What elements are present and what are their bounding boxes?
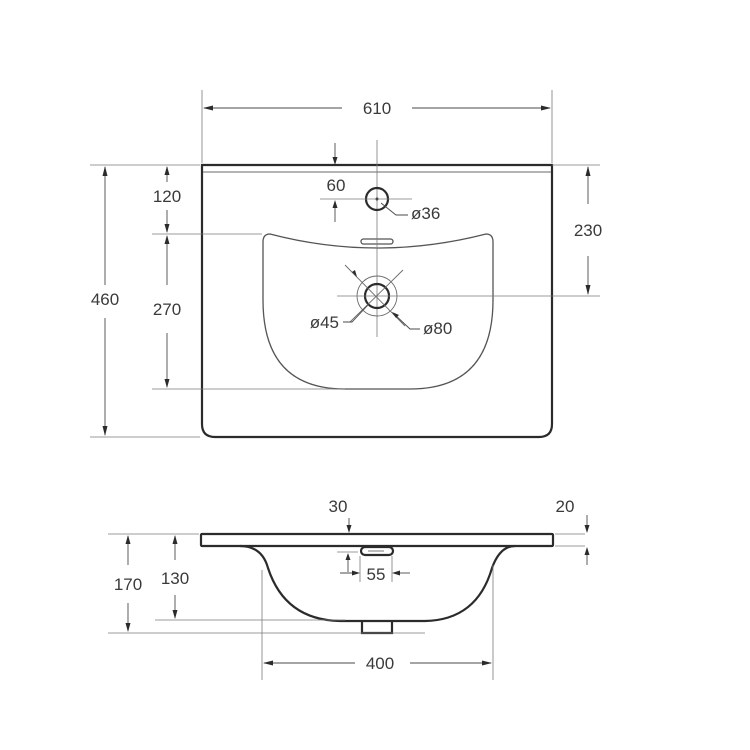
dim-overall-depth: 460 bbox=[91, 290, 119, 309]
dim-tap-hole-offset: 60 bbox=[327, 176, 346, 195]
dim-total-height: 170 bbox=[114, 575, 142, 594]
dim-overflow-offset: 30 bbox=[329, 497, 348, 516]
drain-diag-2 bbox=[349, 269, 404, 323]
overflow-slot-side bbox=[359, 545, 395, 557]
bowl-outline bbox=[262, 233, 494, 390]
dim-bowl-depth: 270 bbox=[153, 300, 181, 319]
bowl-profile bbox=[239, 544, 516, 623]
leader-drain-inner bbox=[343, 304, 369, 323]
basin-outline-top bbox=[200, 163, 554, 439]
leader-tap-hole bbox=[380, 202, 408, 216]
dim-rim-thickness: 20 bbox=[556, 497, 575, 516]
dim-bowl-width: 400 bbox=[366, 654, 394, 673]
dim-bowl-height: 130 bbox=[161, 569, 189, 588]
dim-tap-hole-diameter: ø36 bbox=[411, 204, 440, 223]
drain-stub bbox=[360, 621, 394, 635]
dim-drain-outer-diameter: ø80 bbox=[423, 319, 452, 338]
dim-front-to-drain: 230 bbox=[574, 221, 602, 240]
side-view: 30 20 170 130 55 400 bbox=[108, 497, 590, 680]
dim-overflow-width: 55 bbox=[367, 565, 386, 584]
top-view: 610 460 120 270 230 60 ø36 ø45 ø80 bbox=[90, 90, 602, 439]
rim-slab bbox=[199, 532, 555, 548]
leader-drain-outer bbox=[392, 312, 420, 330]
dim-front-to-bowl: 120 bbox=[153, 187, 181, 206]
dim-overall-width: 610 bbox=[363, 99, 391, 118]
dim-drain-inner-diameter: ø45 bbox=[310, 313, 339, 332]
